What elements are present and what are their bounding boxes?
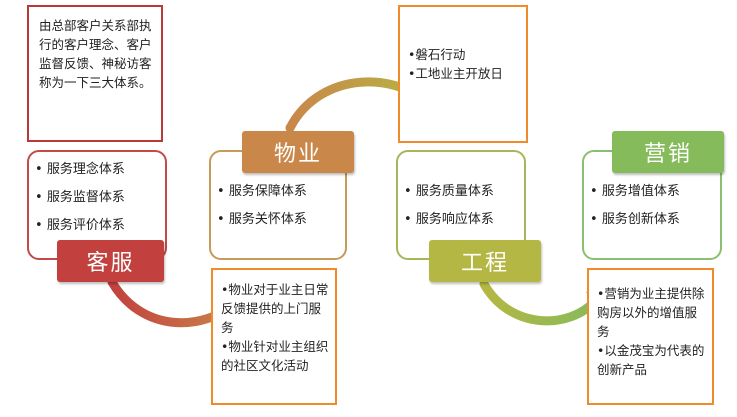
yingxiao-item: 服务创新体系 [590, 206, 714, 234]
gongcheng-item: 服务质量体系 [404, 178, 518, 206]
gongcheng-item: 服务响应体系 [404, 206, 518, 234]
yingxiao-note-item: 营销为业主提供除购房以外的增值服务 [597, 284, 706, 341]
yingxiao-note-item: 以金茂宝为代表的创新产品 [597, 341, 706, 379]
wuye-title: 物业 [242, 131, 354, 173]
top-left-note-text: 由总部客户关系部执行的客户理念、客户监督反馈、神秘访客称为一下三大体系。 [39, 18, 152, 90]
kefu-title: 客服 [57, 240, 164, 282]
yingxiao-title: 营销 [612, 131, 724, 173]
wuye-item: 服务关怀体系 [217, 206, 339, 234]
wuye-note: 物业对于业主日常反馈提供的上门服务 物业针对业主组织的社区文化活动 [211, 268, 337, 405]
wuye-note-item: 物业对于业主日常反馈提供的上门服务 [221, 280, 329, 337]
kefu-item: 服务理念体系 [35, 156, 159, 184]
gongcheng-note: 磐石行动 工地业主开放日 [398, 5, 528, 143]
top-left-note: 由总部客户关系部执行的客户理念、客户监督反馈、神秘访客称为一下三大体系。 [27, 5, 163, 142]
yingxiao-item: 服务增值体系 [590, 178, 714, 206]
yingxiao-note: 营销为业主提供除购房以外的增值服务 以金茂宝为代表的创新产品 [587, 268, 714, 405]
wuye-item: 服务保障体系 [217, 178, 339, 206]
wuye-note-item: 物业针对业主组织的社区文化活动 [221, 337, 329, 375]
gongcheng-note-item: 工地业主开放日 [408, 64, 520, 83]
arrow-gongcheng-to-yingxiao [479, 279, 601, 326]
gongcheng-title: 工程 [429, 240, 541, 282]
kefu-item: 服务评价体系 [35, 212, 159, 240]
gongcheng-note-item: 磐石行动 [408, 45, 520, 64]
kefu-item: 服务监督体系 [35, 184, 159, 212]
